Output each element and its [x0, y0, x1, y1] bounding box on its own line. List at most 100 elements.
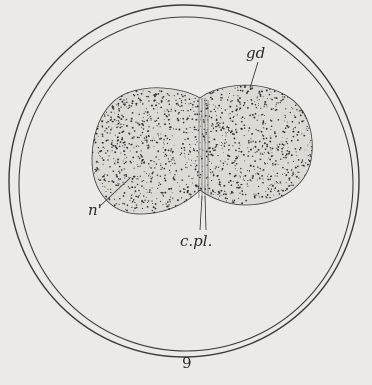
label-cell-plate: c.pl.: [180, 234, 212, 249]
stipple-dot: [127, 204, 129, 206]
stipple-dot: [235, 88, 236, 89]
stipple-dot: [212, 154, 214, 156]
stipple-dot: [111, 105, 113, 107]
stipple-dot: [118, 110, 120, 112]
stipple-dot: [163, 168, 165, 170]
stipple-dot: [141, 150, 142, 151]
stipple-dot: [287, 138, 288, 139]
stipple-dot: [132, 178, 134, 180]
stipple-dot: [222, 148, 223, 149]
stipple-dot: [154, 99, 156, 101]
stipple-dot: [181, 110, 182, 111]
stipple-dot: [228, 97, 229, 98]
stipple-dot: [227, 99, 229, 101]
stipple-dot: [144, 137, 145, 138]
stipple-dot: [164, 123, 166, 125]
stipple-dot: [121, 137, 123, 139]
stipple-dot: [96, 133, 98, 135]
stipple-dot: [163, 195, 164, 196]
stipple-dot: [129, 133, 131, 135]
stipple-dot: [301, 161, 303, 163]
stipple-dot: [253, 148, 254, 149]
stipple-dot: [106, 132, 108, 134]
stipple-dot: [132, 156, 134, 158]
stipple-dot: [242, 194, 244, 196]
stipple-dot: [123, 124, 124, 125]
stipple-dot: [307, 164, 309, 166]
stipple-dot: [256, 97, 257, 98]
stipple-dot: [235, 165, 236, 166]
stipple-dot: [194, 129, 195, 130]
stipple-dot: [146, 182, 147, 183]
stipple-dot: [276, 148, 277, 149]
stipple-dot: [223, 194, 224, 195]
stipple-dot: [228, 149, 230, 151]
stipple-dot: [209, 151, 211, 153]
stipple-dot: [126, 102, 128, 104]
stipple-dot: [236, 163, 238, 165]
stipple-dot: [172, 157, 174, 159]
stipple-dot: [141, 123, 143, 125]
stipple-dot: [110, 129, 112, 131]
stipple-dot: [164, 113, 166, 115]
stipple-dot: [104, 114, 105, 115]
stipple-dot: [212, 190, 214, 192]
stipple-dot: [305, 150, 306, 151]
stipple-dot: [299, 110, 300, 111]
stipple-dot: [268, 188, 270, 190]
stipple-dot: [131, 144, 132, 145]
stipple-dot: [260, 171, 261, 172]
stipple-dot: [126, 157, 127, 158]
stipple-dot: [100, 150, 102, 152]
stipple-dot: [305, 162, 306, 163]
stipple-dot: [132, 100, 134, 102]
stipple-dot: [291, 107, 292, 108]
stipple-dot: [204, 129, 205, 130]
stipple-dot: [143, 91, 144, 92]
stipple-dot: [118, 180, 119, 181]
stipple-dot: [146, 189, 147, 190]
stipple-dot: [148, 100, 149, 101]
stipple-dot: [281, 93, 283, 95]
stipple-dot: [291, 140, 293, 142]
stipple-dot: [285, 108, 286, 109]
stipple-dot: [119, 132, 121, 134]
stipple-dot: [281, 151, 282, 152]
stipple-dot: [247, 100, 248, 101]
stipple-dot: [270, 136, 271, 137]
stipple-dot: [111, 180, 113, 182]
stipple-dot: [238, 142, 240, 144]
stipple-dot: [181, 168, 183, 170]
stipple-dot: [225, 109, 227, 111]
stipple-dot: [172, 198, 173, 199]
stipple-dot: [137, 94, 138, 95]
stipple-dot: [97, 168, 99, 170]
stipple-dot: [107, 139, 108, 140]
stipple-dot: [143, 117, 144, 118]
stipple-dot: [147, 206, 149, 208]
stipple-dot: [144, 171, 145, 172]
stipple-dot: [143, 188, 144, 189]
stipple-dot: [126, 147, 128, 149]
stipple-dot: [228, 129, 229, 130]
stipple-dot: [151, 140, 153, 142]
stipple-dot: [118, 114, 119, 115]
stipple-dot: [157, 125, 158, 126]
stipple-dot: [302, 161, 303, 162]
stipple-dot: [288, 177, 290, 179]
stipple-dot: [254, 160, 256, 162]
stipple-dot: [99, 179, 101, 181]
stipple-dot: [119, 198, 120, 199]
stipple-dot: [142, 132, 144, 134]
stipple-dot: [168, 119, 170, 121]
stipple-dot: [126, 125, 128, 127]
stipple-dot: [161, 90, 163, 92]
stipple-dot: [282, 167, 284, 169]
stipple-dot: [111, 147, 112, 148]
stipple-dot: [261, 196, 263, 198]
stipple-dot: [263, 135, 265, 137]
stipple-dot: [138, 145, 139, 146]
stipple-dot: [206, 129, 207, 130]
stipple-dot: [277, 191, 278, 192]
stipple-dot: [169, 119, 170, 120]
